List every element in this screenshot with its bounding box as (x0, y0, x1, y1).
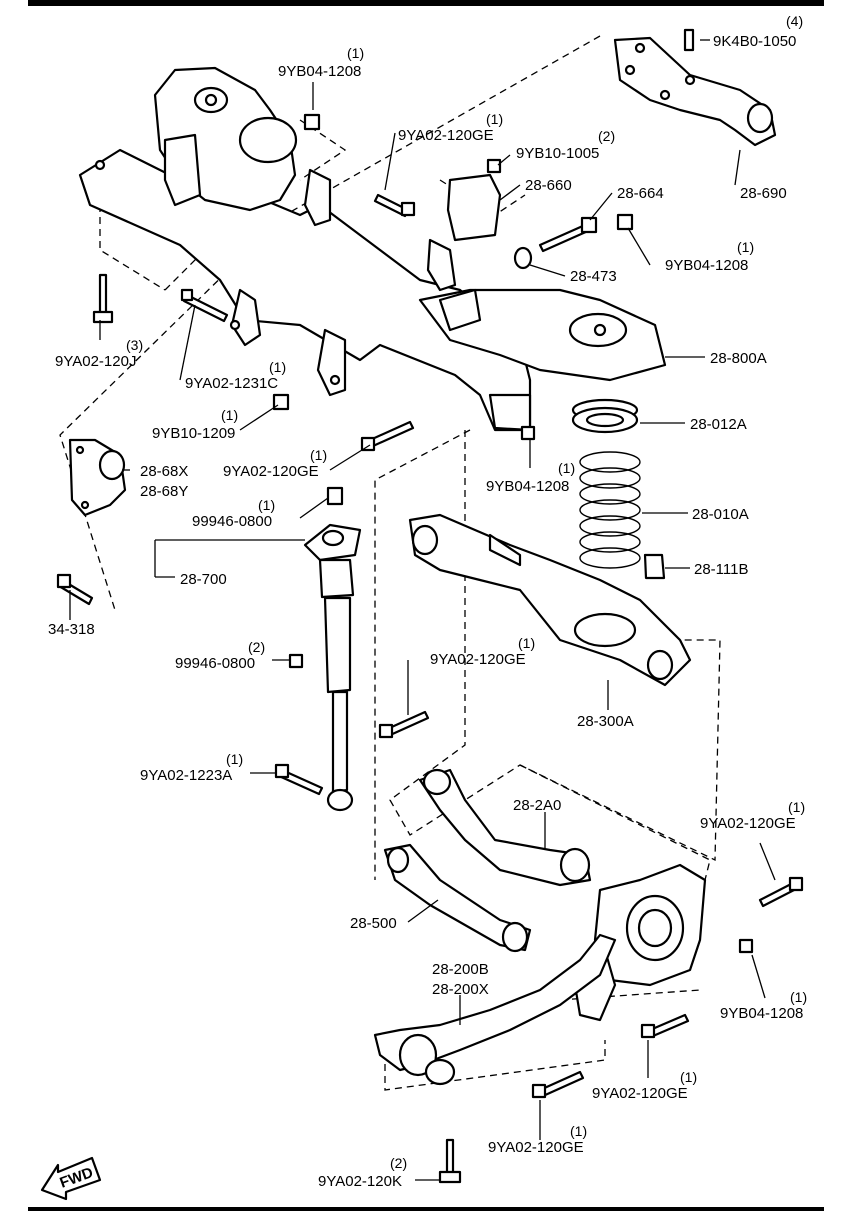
label-part: 9YB04-1208 (665, 257, 748, 274)
bolts-and-nuts (56, 113, 804, 1184)
label-part: 28-700 (180, 571, 227, 588)
label-part: 28-200X (432, 981, 489, 998)
label-qty: (1) (570, 1123, 587, 1139)
label-qty: (1) (680, 1069, 697, 1085)
label-qty: (2) (248, 639, 265, 655)
label-part: 28-473 (570, 268, 617, 285)
label-qty: (1) (310, 447, 327, 463)
label-part: 9YB04-1208 (720, 1005, 803, 1022)
bracket-28-68x (68, 438, 127, 517)
spring-assembly (571, 398, 666, 580)
label-part: 9YB04-1208 (486, 478, 569, 495)
bracket-28-690 (613, 28, 777, 147)
bottom-border (28, 1207, 824, 1211)
label-part: 28-800A (710, 350, 767, 367)
label-qty: (1) (518, 635, 535, 651)
label-qty: (4) (786, 13, 803, 29)
label-part: 28-68X (140, 463, 188, 480)
label-qty: (1) (258, 497, 275, 513)
label-part: 34-318 (48, 621, 95, 638)
label-part: 28-500 (350, 915, 397, 932)
label-part: 28-690 (740, 185, 787, 202)
label-qty: (1) (347, 45, 364, 61)
shock-absorber-28-700 (303, 486, 362, 812)
label-part: 9YB10-1209 (152, 425, 235, 442)
label-qty: (3) (126, 337, 143, 353)
label-part: 28-68Y (140, 483, 188, 500)
subframe-crossmember (78, 66, 667, 432)
label-qty: (1) (788, 799, 805, 815)
label-part: 9YB04-1208 (278, 63, 361, 80)
label-qty: (2) (598, 128, 615, 144)
fwd-arrow-icon: FWD (40, 1156, 102, 1201)
label-part: 9YB10-1005 (516, 145, 599, 162)
label-qty: (2) (390, 1155, 407, 1171)
label-part: 9YA02-120GE (700, 815, 796, 832)
label-part: 28-300A (577, 713, 634, 730)
label-part: 9YA02-120GE (223, 463, 319, 480)
label-part: 28-111B (694, 561, 749, 578)
label-part: 9YA02-1223A (140, 767, 232, 784)
label-qty: (1) (221, 407, 238, 423)
label-part: 28-664 (617, 185, 664, 202)
lower-arm-28-300a (408, 513, 692, 687)
label-part: 28-010A (692, 506, 749, 523)
upper-arm-28-2a0 (418, 768, 592, 887)
part-labels: (4) 9K4B0-1050 (1) 9YB04-1208 (1) 9YA02-… (48, 13, 807, 1190)
label-part: 99946-0800 (175, 655, 255, 672)
lateral-link-28-500 (383, 843, 532, 953)
label-part: 99946-0800 (192, 513, 272, 530)
label-part: 9YA02-120GE (592, 1085, 688, 1102)
label-qty: (1) (226, 751, 243, 767)
label-part: 9YA02-120GE (430, 651, 526, 668)
label-part: 28-2A0 (513, 797, 561, 814)
label-part: 9YA02-120GE (398, 127, 494, 144)
label-part: 9YA02-1231C (185, 375, 278, 392)
label-part: 9YA02-120GE (488, 1139, 584, 1156)
top-border (28, 0, 824, 6)
label-part: 28-660 (525, 177, 572, 194)
label-qty: (1) (737, 239, 754, 255)
label-part: 28-200B (432, 961, 489, 978)
leader-lines (69, 39, 776, 1181)
label-part: 28-012A (690, 416, 747, 433)
label-qty: (1) (486, 111, 503, 127)
label-part: 9YA02-120K (318, 1173, 402, 1190)
label-qty: (1) (790, 989, 807, 1005)
trailing-arm-28-200b (373, 933, 617, 1086)
label-qty: (1) (558, 460, 575, 476)
label-part: 9YA02-120J (55, 353, 136, 370)
label-part: 9K4B0-1050 (713, 33, 796, 50)
label-qty: (1) (269, 359, 286, 375)
